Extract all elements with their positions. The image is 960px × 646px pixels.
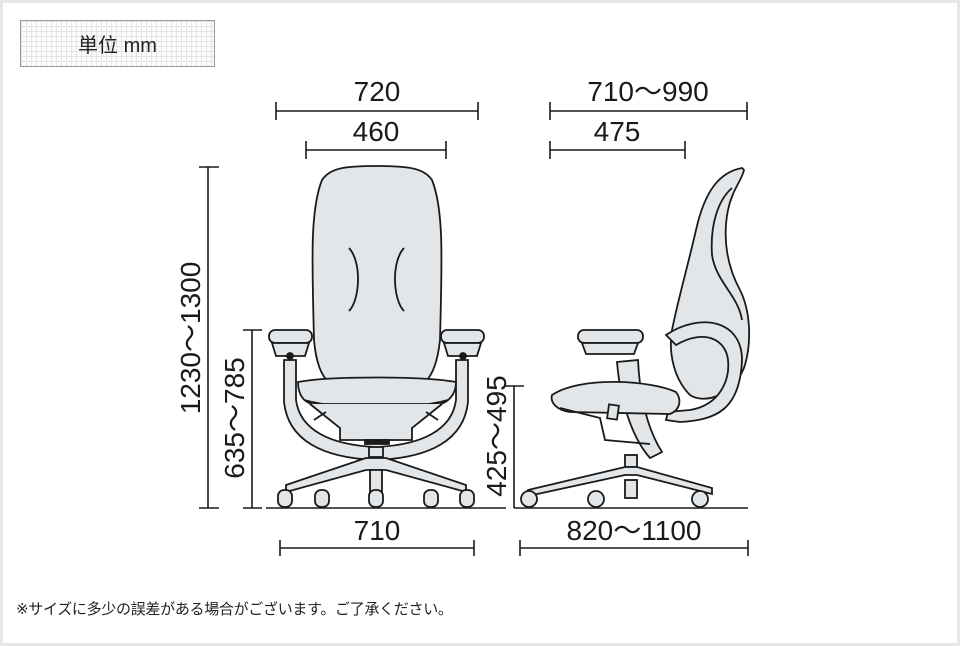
unit-label: 単位 mm (78, 35, 157, 57)
diagram-panel (3, 3, 957, 643)
dim-side-overall-depth (549, 102, 748, 120)
dim-front-overall-width (275, 102, 479, 120)
dim-side-seat-height (505, 385, 524, 508)
chair-side-view (520, 167, 750, 508)
dim-front-overall-height (199, 166, 219, 509)
casters-front (277, 489, 475, 508)
label-front-base-width: 710 (354, 515, 401, 546)
dim-side-seat-depth (549, 141, 686, 159)
label-side-base-depth: 820〜1100 (567, 515, 702, 546)
chair-front-view (268, 165, 485, 508)
disclaimer-note: ※サイズに多少の誤差がある場合がございます。ご了承ください。 (16, 600, 453, 618)
dim-side-base-depth (519, 540, 749, 556)
label-side-seat-height: 425〜495 (481, 375, 512, 496)
label-front-back-width: 460 (353, 116, 400, 147)
dim-front-base-width (279, 540, 475, 556)
dim-front-back-width (305, 141, 447, 159)
label-front-armrest-height: 635〜785 (219, 357, 250, 478)
label-side-seat-depth: 475 (594, 116, 641, 147)
label-front-overall-height: 1230〜1300 (175, 262, 206, 415)
dim-front-armrest-height (243, 329, 262, 509)
label-side-overall-depth: 710〜990 (587, 76, 708, 107)
casters-side (520, 490, 709, 508)
label-front-overall-width: 720 (354, 76, 401, 107)
unit-label-box: 単位 mm (20, 20, 215, 67)
